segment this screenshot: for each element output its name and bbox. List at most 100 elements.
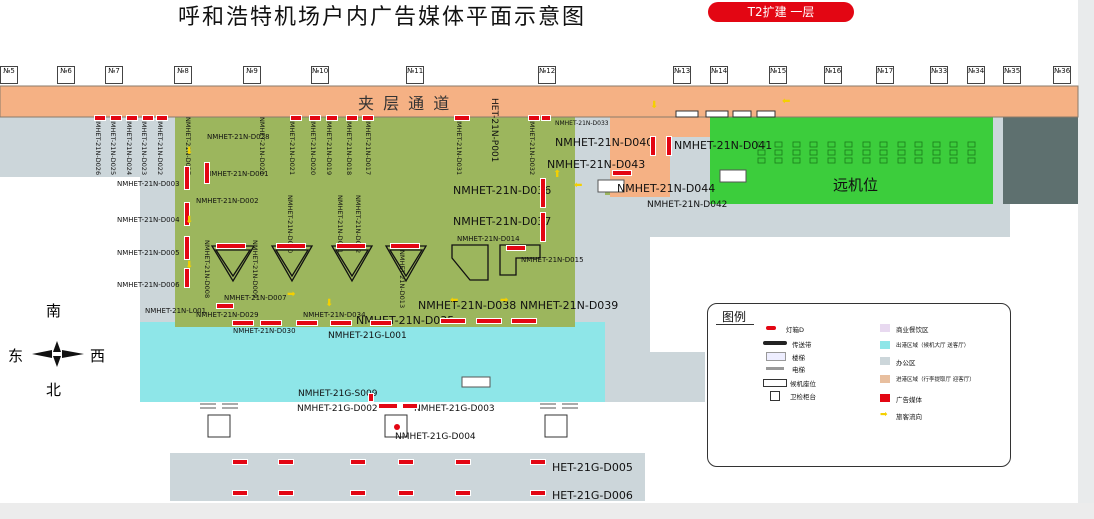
ad-media: [540, 212, 546, 242]
bottom-margin: [0, 503, 1094, 519]
label-d013: NMHET-21N-D013: [398, 250, 406, 309]
remote-stand-zone: [710, 117, 993, 204]
mezzanine-corridor: [0, 85, 1079, 118]
label-g-d004: NMHET-21G-D004: [395, 432, 476, 442]
floor-badge: T2扩建 一层: [708, 2, 854, 22]
label-d038: NMHET-21N-D038: [418, 299, 517, 312]
ad-media: [378, 403, 398, 409]
label-p001: HET-21N-P001: [489, 98, 499, 163]
departure-zone: [140, 322, 605, 402]
flow-arrow-icon: ⬇: [185, 146, 194, 157]
label-g-l001: NMHET-21G-L001: [328, 331, 407, 341]
stairs-arrival: [597, 179, 625, 193]
ad-media: [309, 115, 321, 121]
label-d021a: NMHET-21N-D021: [258, 117, 266, 176]
label-d003: NMHET-21N-D003: [117, 180, 180, 188]
flow-arrow-icon: ➡: [880, 410, 888, 420]
gate-6: №6: [57, 66, 75, 84]
ad-media: [362, 115, 374, 121]
legend-seats: 候机座位: [790, 380, 816, 388]
ad-media: [326, 115, 338, 121]
ad-media: [296, 320, 318, 326]
label-g-s009: NMHET-21G-S009: [298, 389, 378, 399]
label-d042: NMHET-21N-D042: [647, 200, 728, 210]
compass-rose: [32, 341, 84, 367]
label-d012: NMHET-21N-D012: [354, 195, 362, 254]
ad-media: [398, 490, 414, 496]
ad-media: [204, 162, 210, 184]
label-d041: NMHET-21N-D041: [674, 139, 773, 152]
legend-departure: 出港区域（候机大厅 送客厅）: [896, 343, 970, 349]
legend-arrival: 进港区域（行李提取厅 迎客厅）: [896, 377, 975, 383]
remote-stand-label: 远机位: [833, 176, 879, 194]
label-d023: NMHET-21N-D023: [140, 117, 148, 176]
ad-media: [260, 320, 282, 326]
media-swatch: [880, 394, 890, 402]
lightbox-icon: [766, 326, 776, 330]
label-d024: NMHET-21N-D024: [125, 117, 133, 176]
label-d040: NMHET-21N-D040: [555, 136, 654, 149]
ad-media: [666, 136, 672, 156]
legend-inspection: 卫检柜台: [790, 393, 816, 401]
gate-10: №10: [311, 66, 329, 84]
office-zone-west: [0, 117, 140, 177]
gate-17: №17: [876, 66, 894, 84]
ad-media: [511, 318, 537, 324]
flow-arrow-icon: ⬇: [325, 298, 334, 309]
ad-media: [232, 459, 248, 465]
label-d011: NMHET-21N-D011: [336, 195, 344, 254]
label-d020: NMHET-21N-D020: [309, 117, 317, 176]
label-d037: NMHET-21N-D037: [453, 215, 552, 228]
ad-media: [184, 202, 190, 226]
label-d025: NMHET-21N-D025: [109, 117, 117, 176]
gate-13: №13: [673, 66, 691, 84]
ad-media: [370, 320, 392, 326]
legend-lightbox: 灯箱D: [786, 326, 805, 334]
label-d032: NMHET-21N-D032: [528, 117, 536, 176]
label-d001: NMHET-21N-D001: [206, 170, 269, 178]
ad-media: [336, 243, 366, 249]
ad-media: [232, 490, 248, 496]
elevator-icon: [766, 367, 784, 370]
ad-media: [528, 115, 540, 121]
ad-media: [184, 236, 190, 260]
ad-media: [368, 393, 374, 402]
label-l001: NMHET-21N-L001: [145, 307, 207, 315]
ad-media: [455, 459, 471, 465]
departure-swatch: [880, 341, 890, 349]
ad-media: [110, 115, 122, 121]
label-d028: NMHET-21N-D028: [207, 133, 270, 141]
label-d010: NMHET-21N-D010: [286, 195, 294, 254]
label-d006: NMHET-21N-D006: [117, 281, 180, 289]
flow-arrow-icon: ➡: [500, 295, 509, 306]
ad-media: [530, 459, 546, 465]
legend-stairs: 楼梯: [792, 354, 805, 362]
gate-11: №11: [406, 66, 424, 84]
ad-media: [398, 459, 414, 465]
ad-media: [476, 318, 502, 324]
gate-15: №15: [769, 66, 787, 84]
label-d004: NMHET-21N-D004: [117, 216, 180, 224]
ad-media: [216, 243, 246, 249]
legend: 图例 灯箱D 传送带 楼梯 电梯 候机座位 卫检柜台 商业餐饮区 出港区域（候机…: [707, 303, 1011, 467]
ad-media: [454, 115, 470, 121]
dark-zone: [1003, 117, 1078, 204]
stairs-remote: [719, 169, 747, 183]
seats-icon: [763, 379, 787, 387]
ad-media: [350, 459, 366, 465]
ad-media: [142, 115, 154, 121]
ad-media: [184, 166, 190, 190]
label-g-d006: HET-21G-D006: [552, 489, 633, 502]
ad-media: [506, 245, 526, 251]
ad-media: [390, 243, 420, 249]
legend-commercial: 商业餐饮区: [896, 326, 929, 334]
legend-flow: 旅客流向: [896, 413, 922, 421]
label-d036: NMHET-21N-D036: [453, 184, 552, 197]
ad-media: [540, 178, 546, 208]
page-title: 呼和浩特机场户内广告媒体平面示意图: [178, 5, 587, 30]
gate-33: №33: [930, 66, 948, 84]
ad-media: [650, 136, 656, 156]
stairs-bottom: [461, 376, 491, 388]
ad-media: [278, 459, 294, 465]
gate-5: №5: [0, 66, 18, 84]
